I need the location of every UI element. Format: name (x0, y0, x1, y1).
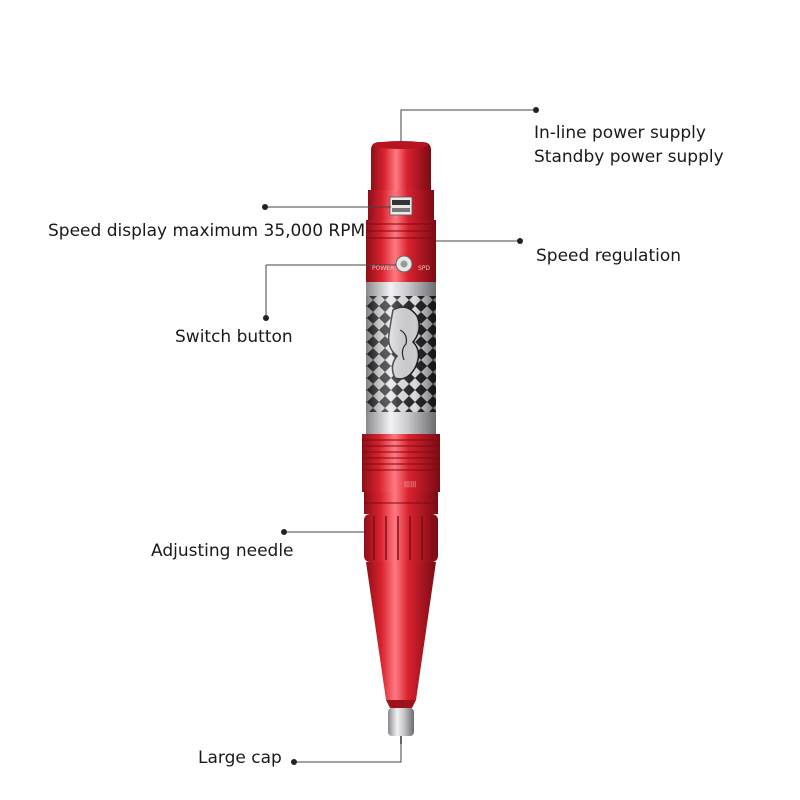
threaded-body: |||||| (362, 434, 440, 514)
dot-speed-display (262, 204, 268, 210)
switch-section: POWER SPD (366, 242, 436, 282)
leader-dots (262, 107, 539, 765)
tapered-tip (366, 562, 436, 708)
label-large-cap: Large cap (198, 748, 282, 768)
decorative-grip (366, 282, 436, 434)
svg-text:POWER: POWER (372, 265, 394, 272)
dot-needle (281, 529, 287, 535)
label-power-supply: In-line power supply Standby power suppl… (534, 121, 724, 169)
speed-display-section (368, 190, 434, 220)
leader-power (400, 109, 536, 142)
label-switch-button: Switch button (175, 327, 293, 347)
leader-cap (294, 744, 402, 763)
dot-cap (291, 759, 297, 765)
dot-speed-regulation (517, 238, 523, 244)
svg-text:||||||: |||||| (404, 481, 416, 488)
power-connector (371, 141, 431, 190)
svg-text:SPD: SPD (418, 265, 430, 272)
dot-power (533, 107, 539, 113)
label-standby-power: Standby power supply (534, 147, 724, 167)
leader-lines (265, 109, 536, 763)
label-adjusting-needle: Adjusting needle (151, 541, 294, 561)
dot-switch (263, 315, 269, 321)
speed-regulation-ring (366, 220, 436, 242)
label-speed-display: Speed display maximum 35,000 RPM (48, 221, 366, 241)
needle-adjuster (364, 514, 438, 562)
large-cap (388, 708, 414, 744)
label-inline-power: In-line power supply (534, 123, 706, 143)
label-speed-regulation: Speed regulation (536, 246, 682, 266)
leader-switch (265, 264, 396, 318)
